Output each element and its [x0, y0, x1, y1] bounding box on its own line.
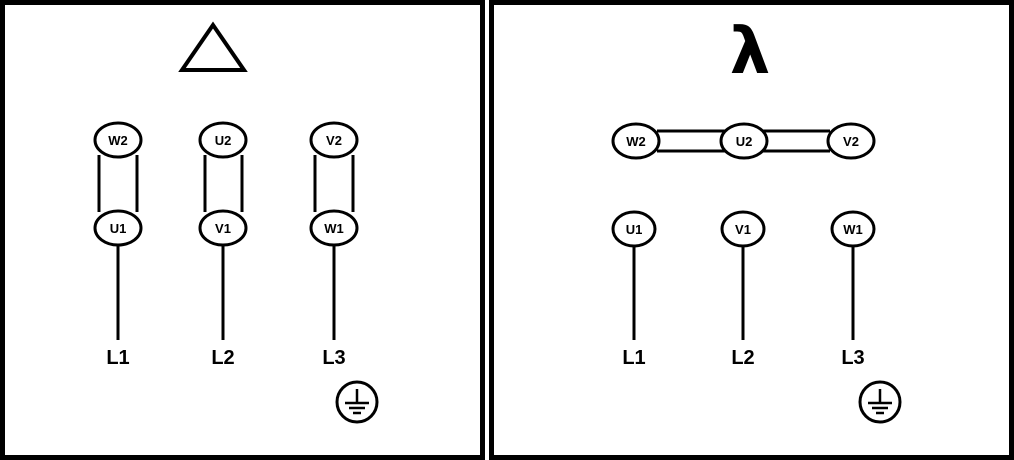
delta-bridge-3 [313, 155, 355, 212]
delta-label-l1: L1 [106, 347, 129, 369]
star-label-l1: L1 [622, 347, 645, 369]
svg-text:V2: V2 [326, 133, 342, 148]
delta-ground-icon [335, 380, 379, 424]
svg-text:W1: W1 [324, 221, 344, 236]
star-terminal-w1: W1 [830, 210, 876, 248]
svg-text:U1: U1 [626, 222, 643, 237]
star-terminal-w2: W2 [611, 122, 661, 160]
delta-terminal-w2: W2 [93, 121, 143, 159]
delta-bridge-1 [97, 155, 139, 212]
svg-text:W2: W2 [626, 134, 646, 149]
star-ground-icon [858, 380, 902, 424]
delta-terminal-u2: U2 [198, 121, 248, 159]
star-label-l2: L2 [731, 347, 754, 369]
star-terminal-v2: V2 [826, 122, 876, 160]
delta-label-l2: L2 [211, 347, 234, 369]
delta-bridge-2 [203, 155, 244, 212]
svg-text:V1: V1 [735, 222, 751, 237]
svg-text:U1: U1 [110, 221, 127, 236]
svg-text:W1: W1 [843, 222, 863, 237]
star-terminal-u1: U1 [611, 210, 657, 248]
delta-terminal-v2: V2 [309, 121, 359, 159]
svg-text:V1: V1 [215, 221, 231, 236]
delta-label-l3: L3 [322, 347, 345, 369]
star-symbol-icon: λ [730, 15, 771, 89]
svg-text:U2: U2 [215, 133, 232, 148]
svg-text:V2: V2 [843, 134, 859, 149]
star-terminal-u2: U2 [719, 122, 769, 160]
delta-terminal-v1: V1 [198, 209, 248, 247]
svg-text:W2: W2 [108, 133, 128, 148]
star-label-l3: L3 [841, 347, 864, 369]
star-terminal-v1: V1 [720, 210, 766, 248]
delta-symbol-icon [178, 21, 248, 72]
delta-terminal-u1: U1 [93, 209, 143, 247]
svg-text:U2: U2 [736, 134, 753, 149]
delta-terminal-w1: W1 [309, 209, 359, 247]
